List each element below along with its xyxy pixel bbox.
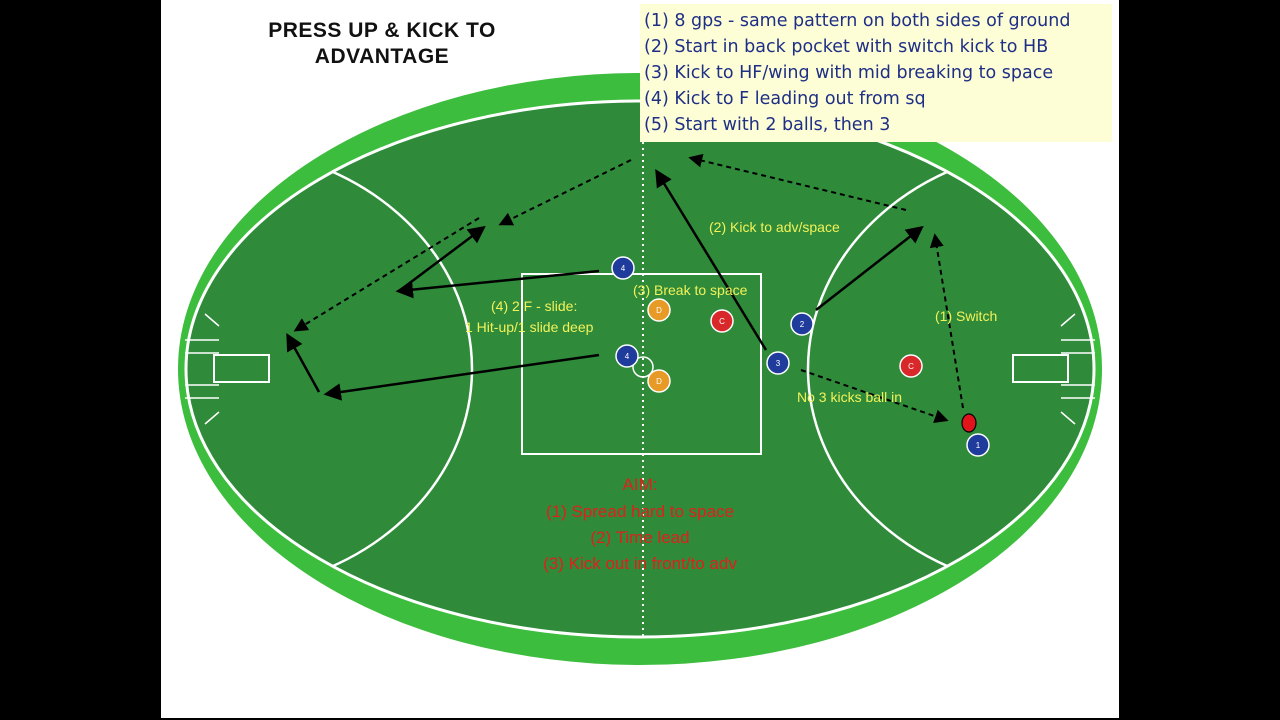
note-item-2: (2) Start in back pocket with switch kic… <box>644 37 1049 57</box>
arrow-3-kick <box>655 169 768 351</box>
slide: 4 4 2 3 1 D D <box>161 0 1119 718</box>
right-posts <box>1060 313 1095 425</box>
centre-square <box>521 273 762 455</box>
coach-centre-letter: C <box>719 317 725 326</box>
player-3-number: 3 <box>776 359 781 368</box>
left-posts <box>185 313 220 425</box>
player-1: 1 <box>966 433 990 457</box>
kick-to-wing <box>688 153 907 211</box>
instruction-notes: (1) 8 gps - same pattern on both sides o… <box>640 4 1112 142</box>
aim-item-1: (1) Spread hard to space <box>546 502 734 521</box>
title-line-1: PRESS UP & KICK TO <box>268 19 496 42</box>
defender-bottom-letter: D <box>656 377 662 386</box>
kick-to-forward <box>498 159 632 226</box>
player-3: 3 <box>766 351 790 375</box>
note-item-4: (4) Kick to F leading out from sq <box>644 89 926 109</box>
player-4-top: 4 <box>611 256 635 280</box>
coach-centre: C <box>710 309 734 333</box>
defender-bottom: D <box>647 369 671 393</box>
aim-item-2: (2) Time lead <box>590 528 689 547</box>
slide-title: PRESS UP & KICK TO ADVANTAGE <box>251 18 513 70</box>
player-2: 2 <box>790 312 814 336</box>
coach-right: C <box>899 354 923 378</box>
defender-top-letter: D <box>656 306 662 315</box>
kick-switch <box>929 233 964 409</box>
label-2f-slide: (4) 2 F - slide: <box>491 298 577 314</box>
title-line-2: ADVANTAGE <box>314 45 450 68</box>
coach-right-letter: C <box>908 362 914 371</box>
note-item-3: (3) Kick to HF/wing with mid breaking to… <box>644 63 1054 83</box>
arrow-4-top-break <box>398 225 486 292</box>
player-1-number: 1 <box>976 441 981 450</box>
note-item-1: (1) 8 gps - same pattern on both sides o… <box>644 11 1071 31</box>
player-4-top-number: 4 <box>621 264 626 273</box>
aim-heading: AIM: <box>623 475 658 494</box>
football-field-diagram: 4 4 2 3 1 D D <box>178 73 1102 665</box>
arrow-4-top-lead <box>395 269 600 299</box>
football-icon <box>961 413 977 433</box>
aim-item-3: (3) Kick out in front/to adv <box>543 554 737 573</box>
centre-circle <box>632 356 654 378</box>
arrow-4-mid-slide <box>286 332 321 393</box>
label-kick-to-adv: (2) Kick to adv/space <box>709 219 840 235</box>
label-no3-kicks: No 3 kicks ball in <box>797 389 902 405</box>
kick-in-from-3 <box>800 369 949 423</box>
defender-top: D <box>647 298 671 322</box>
label-switch: (1) Switch <box>935 308 997 324</box>
arrow-2-lead <box>815 225 924 311</box>
player-4-mid: 4 <box>615 344 639 368</box>
player-4-mid-number: 4 <box>625 352 630 361</box>
right-goal-square <box>1012 354 1069 383</box>
note-item-5: (5) Start with 2 balls, then 3 <box>644 115 891 135</box>
player-2-number: 2 <box>800 320 805 329</box>
field-surface <box>186 101 1094 637</box>
label-break-to-space: (3) Break to space <box>633 282 748 298</box>
left-goal-square <box>213 354 270 383</box>
label-hitup-slide: 1 Hit-up/1 slide deep <box>465 319 594 335</box>
arrow-4-mid-lead <box>323 353 600 401</box>
